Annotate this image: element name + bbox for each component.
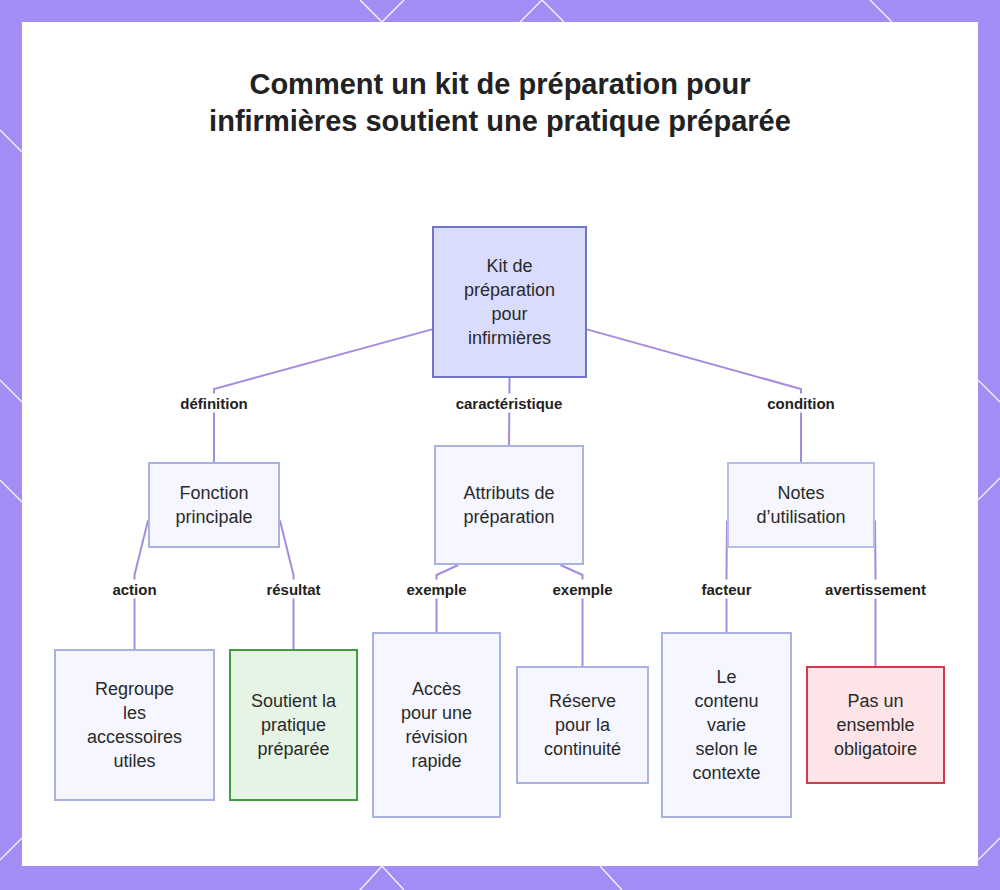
concept-box: Fonction principale	[148, 462, 280, 548]
node-label: Pas un ensemble obligatoire	[825, 689, 927, 761]
node-label: Fonction principale	[162, 481, 266, 529]
edge-label: condition	[764, 394, 838, 413]
edge-label: définition	[177, 394, 251, 413]
root-box: Kit de préparation pour infirmières	[432, 226, 587, 378]
node-label: Attributs de préparation	[459, 481, 559, 529]
node-label: Réserve pour la continuité	[535, 689, 631, 761]
edge-label: exemple	[549, 580, 615, 599]
concept-box: Regroupe les accessoires utiles	[54, 649, 215, 801]
edge-label: caractéristique	[453, 394, 566, 413]
concept-box: Accès pour une révision rapide	[372, 632, 501, 818]
edge-label: résultat	[263, 580, 323, 599]
concept-box: Le contenu varie selon le contexte	[661, 632, 792, 818]
node-label: Regroupe les accessoires utiles	[82, 677, 188, 773]
edge-label: exemple	[403, 580, 469, 599]
edge-label: facteur	[698, 580, 754, 599]
edge-label: action	[109, 580, 159, 599]
node-label: Accès pour une révision rapide	[396, 677, 478, 773]
connector-line	[437, 565, 459, 632]
node-label: Notes d’utilisation	[741, 481, 861, 529]
concept-box: Notes d’utilisation	[727, 462, 875, 548]
node-label: Kit de préparation pour infirmières	[454, 254, 566, 350]
diagram-title: Comment un kit de préparation pour infir…	[200, 66, 800, 140]
title-text: Comment un kit de préparation pour infir…	[200, 66, 800, 140]
concept-box: Soutient la pratique préparée	[229, 649, 358, 801]
node-label: Le contenu varie selon le contexte	[688, 665, 766, 785]
edge-label: avertissement	[822, 580, 929, 599]
node-label: Soutient la pratique préparée	[251, 689, 337, 761]
concept-box: Attributs de préparation	[434, 445, 584, 565]
concept-box: Pas un ensemble obligatoire	[806, 666, 945, 784]
concept-box: Réserve pour la continuité	[516, 666, 649, 784]
